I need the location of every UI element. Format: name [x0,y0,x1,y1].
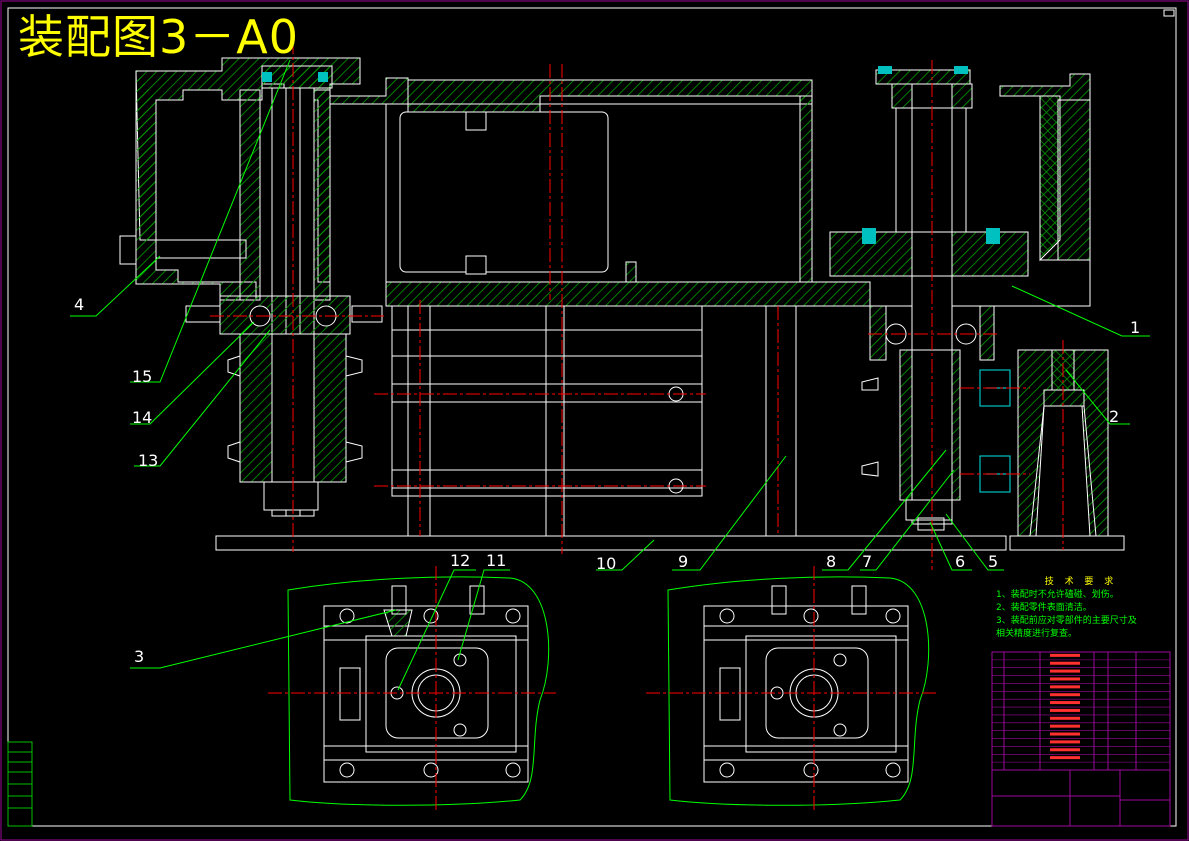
centerlines-front [210,40,1064,570]
tech-note-line: 3、装配前应对零部件的主要尺寸及 [996,616,1137,626]
guide-column-stack [215,305,1007,551]
callout-1: 1 [1130,318,1140,337]
parts-list-rows [992,659,1170,763]
parts-list-cell-mark [1050,716,1080,720]
callout-15: 15 [132,367,152,386]
clamp-bracket [1009,349,1125,551]
callout-11: 11 [486,551,506,570]
callout-3: 3 [134,647,144,666]
top-view-right [646,566,936,812]
callout-9: 9 [678,552,688,571]
parts-list-cell-mark [1050,653,1080,657]
callout-7: 7 [862,552,872,571]
callout-12: 12 [450,551,470,570]
callout-2: 2 [1109,407,1119,426]
parts-list-cell-mark [1050,661,1080,665]
parts-list-cell-mark [1050,756,1080,760]
parts-list-cell-mark [1050,732,1080,736]
technical-requirements: 技 术 要 求 1、装配时不允许磕碰、划伤。 2、装配零件表面清洁。 3、装配前… [996,576,1166,641]
callout-8: 8 [826,552,836,571]
parts-list-cell-mark [1050,748,1080,752]
drawing-title: 装配图3－A0 [18,10,300,64]
top-view-left [268,566,556,812]
tech-notes-heading: 技 术 要 求 [1044,577,1118,587]
parts-list-cell-mark [1050,724,1080,728]
callout-4: 4 [74,295,84,314]
callout-10: 10 [596,554,616,573]
tech-note-line: 2、装配零件表面清洁。 [996,603,1092,613]
parts-list-cell-mark [1050,701,1080,705]
parts-list-cell-mark [1050,669,1080,673]
parts-list-cell-mark [1050,708,1080,712]
callout-13: 13 [138,451,158,470]
callout-6: 6 [955,552,965,571]
parts-list-cell-mark [1050,677,1080,681]
parts-list-cell-mark [1050,740,1080,744]
leader-lines [70,59,1150,691]
parts-list [991,651,1171,827]
callout-5: 5 [988,552,998,571]
callout-labels: 1 2 3 4 5 6 7 8 9 10 11 12 13 14 15 [74,295,1140,666]
parts-list-cell-mark [1050,685,1080,689]
tech-note-line: 1、装配时不允许磕碰、划伤。 [996,590,1119,600]
revision-block [7,741,33,827]
callout-14: 14 [132,408,152,427]
parts-list-cell-mark [1050,693,1080,697]
parts-list-fills [1050,653,1080,760]
tech-note-line: 相关精度进行复查。 [996,629,1078,639]
